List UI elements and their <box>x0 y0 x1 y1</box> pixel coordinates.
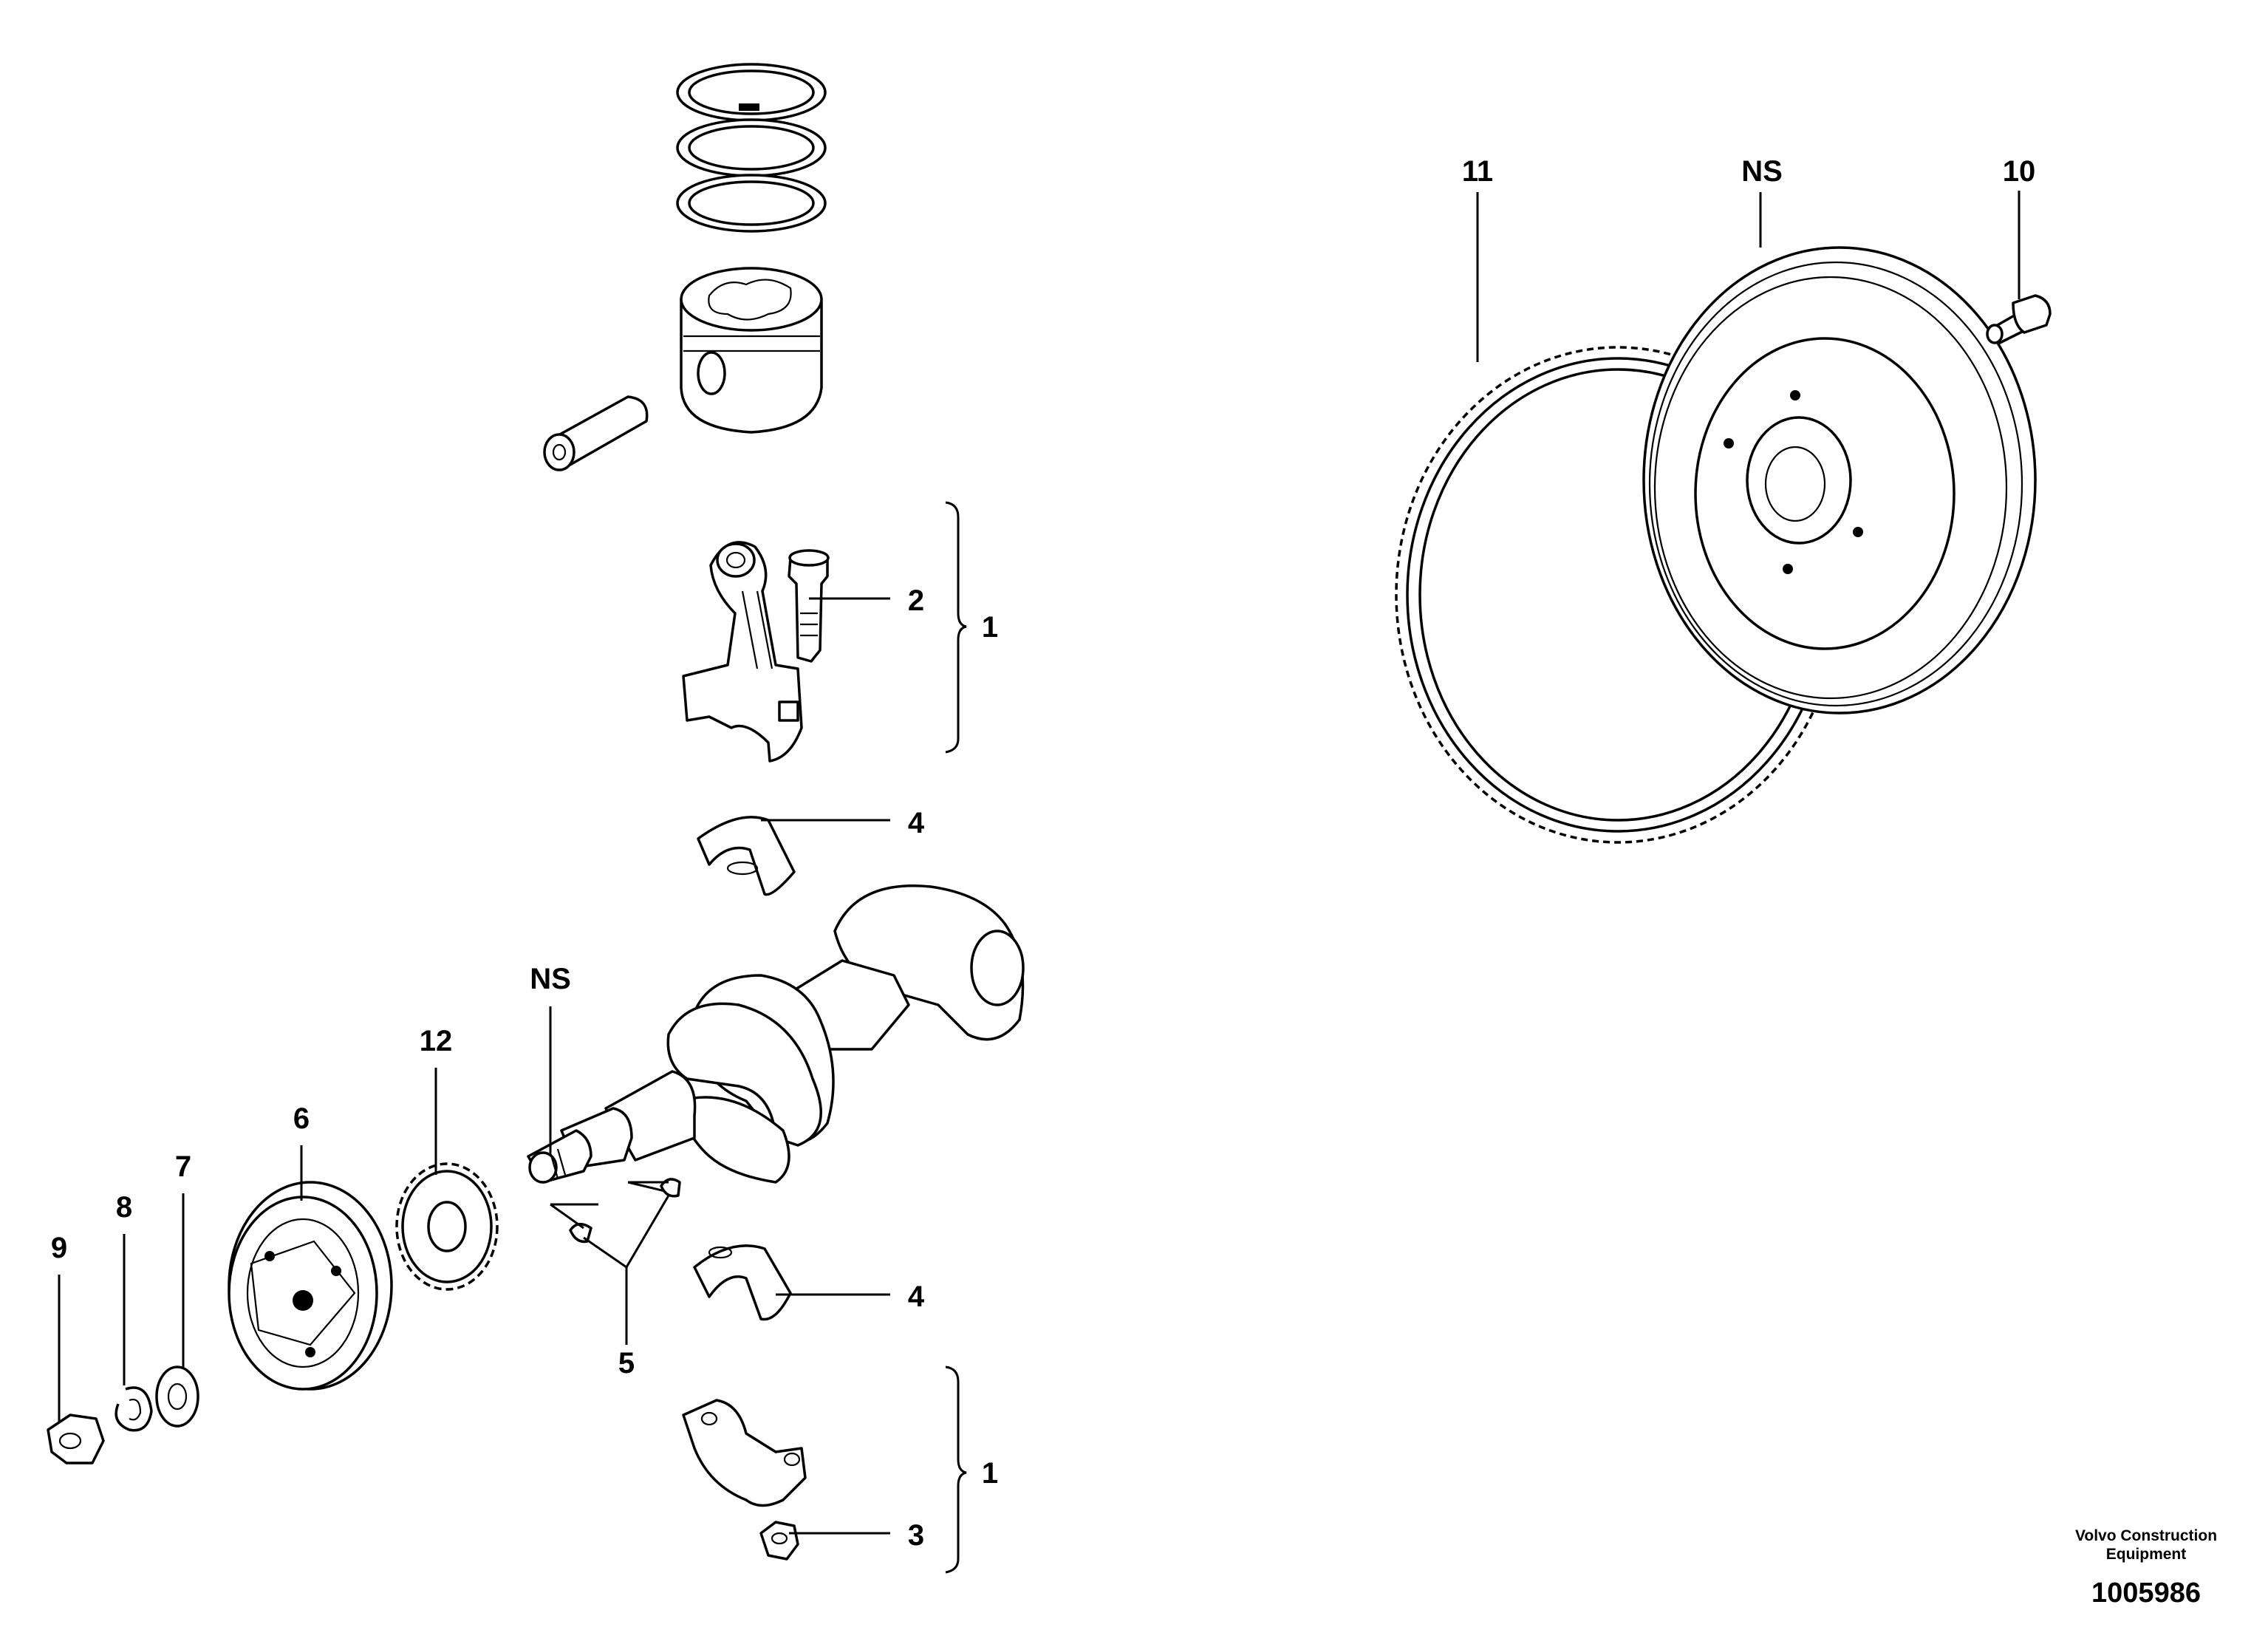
brand-line-2: Equipment <box>2106 1546 2187 1563</box>
flywheel <box>1642 246 2037 715</box>
washer <box>155 1365 199 1428</box>
callout-ns-flywheel: NS <box>1741 155 1783 188</box>
bearing-shell-lower <box>693 1244 792 1321</box>
callout-ns-crankshaft: NS <box>530 963 571 995</box>
callout-5: 5 <box>618 1347 635 1380</box>
callout-2: 2 <box>908 584 924 617</box>
callout-6: 6 <box>293 1102 310 1135</box>
crankshaft <box>527 884 1025 1184</box>
flywheel-bolt <box>1986 294 2052 345</box>
crank-pulley <box>228 1181 393 1391</box>
rod-bolt <box>788 549 830 663</box>
callout-1-bottom: 1 <box>982 1457 998 1490</box>
callout-12: 12 <box>420 1025 453 1057</box>
callout-9: 9 <box>51 1232 67 1264</box>
bearing-shell-upper <box>697 816 796 896</box>
piston-pin <box>543 395 649 471</box>
piston-rings <box>676 63 827 233</box>
piston <box>680 267 823 434</box>
callout-10: 10 <box>2003 155 2036 188</box>
callout-8: 8 <box>116 1191 132 1224</box>
brand-line-1: Volvo Construction <box>2075 1527 2217 1544</box>
callout-1-top: 1 <box>982 611 998 644</box>
document-number: 1005986 <box>2091 1578 2201 1609</box>
callout-11: 11 <box>1462 155 1493 188</box>
crank-gear <box>395 1162 499 1291</box>
lock-washer <box>115 1386 153 1432</box>
rod-cap <box>682 1399 807 1507</box>
callout-4-bottom: 4 <box>908 1281 925 1313</box>
woodruff-keys <box>569 1178 681 1244</box>
callout-3: 3 <box>908 1519 924 1552</box>
nut <box>47 1414 105 1464</box>
connecting-rod <box>682 541 803 763</box>
callout-7: 7 <box>175 1150 191 1183</box>
rod-nut <box>759 1521 799 1561</box>
leader-lines <box>58 191 2021 1574</box>
callout-4-top: 4 <box>908 807 925 839</box>
